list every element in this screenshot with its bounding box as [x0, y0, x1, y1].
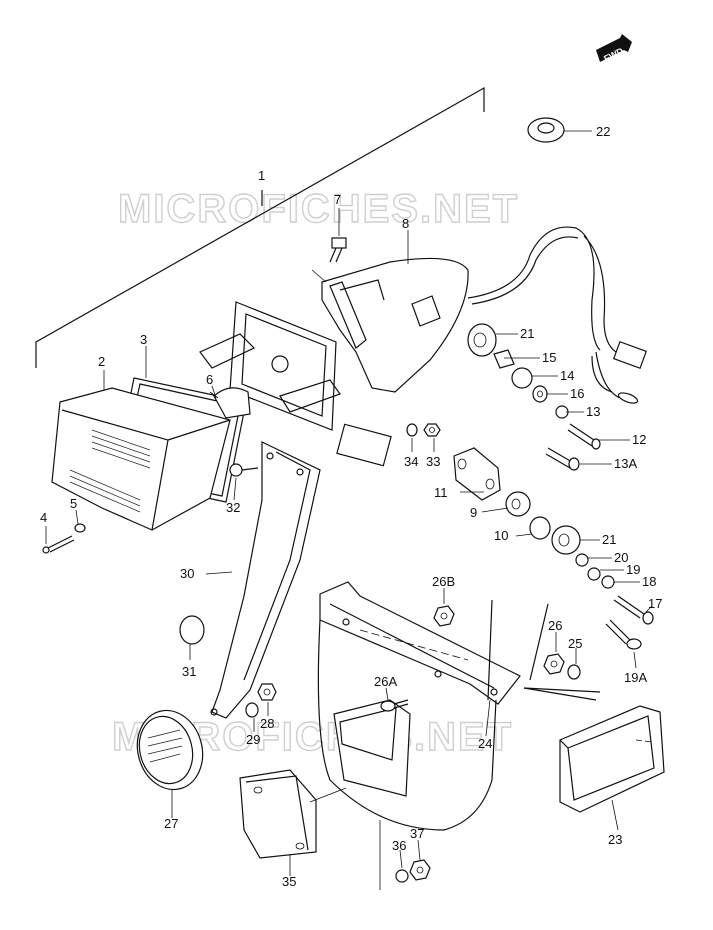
assembly-bracket-1	[35, 86, 485, 368]
callout-21-lower: 21	[602, 532, 616, 547]
mount-11	[453, 447, 501, 501]
washer-16	[532, 385, 548, 403]
callout-19a: 19A	[624, 670, 647, 685]
callout-1: 1	[258, 168, 265, 183]
callout-30: 30	[180, 566, 194, 581]
leader-lines	[45, 230, 653, 876]
cushion-31	[179, 615, 205, 645]
license-lens-35	[239, 769, 347, 859]
callout-13: 13	[586, 404, 600, 419]
callout-37: 37	[410, 826, 424, 841]
collar-15	[493, 349, 515, 369]
callout-20: 20	[614, 550, 628, 565]
callout-32: 32	[226, 500, 240, 515]
lamp-housing	[199, 301, 392, 467]
bracket-30	[210, 441, 321, 719]
callout-23: 23	[608, 832, 622, 847]
callout-19: 19	[626, 562, 640, 577]
callout-21-upper: 21	[520, 326, 534, 341]
grommet-21-upper	[467, 323, 497, 357]
callout-36: 36	[392, 838, 406, 853]
callout-22: 22	[596, 124, 610, 139]
collar-10	[529, 516, 551, 540]
bolt-17	[613, 595, 654, 625]
callout-3: 3	[140, 332, 147, 347]
cushion-9	[505, 491, 531, 517]
callout-16: 16	[570, 386, 584, 401]
screw-32	[229, 463, 259, 477]
reflector-23	[559, 705, 665, 813]
callout-8: 8	[402, 216, 409, 231]
nut-26b	[433, 605, 455, 627]
nut-18	[601, 575, 615, 589]
grommet-21-lower	[551, 525, 581, 555]
callout-12: 12	[632, 432, 646, 447]
washer-5	[74, 523, 86, 533]
callout-10: 10	[494, 528, 508, 543]
callout-15: 15	[542, 350, 556, 365]
callout-24: 24	[478, 736, 492, 751]
callout-29: 29	[246, 732, 260, 747]
callout-6: 6	[206, 372, 213, 387]
screw-4	[42, 535, 75, 554]
callout-31: 31	[182, 664, 196, 679]
callout-34: 34	[404, 454, 418, 469]
reflector-27	[136, 709, 204, 791]
fwd-arrow-icon: FWD	[596, 34, 632, 64]
callout-labels: 1 2 3 4 5 6 7 8 9 10 11 12 13 13A 14 15 …	[40, 124, 662, 889]
callout-28: 28	[260, 716, 274, 731]
license-bracket-24	[317, 581, 601, 831]
callout-18: 18	[642, 574, 656, 589]
callout-11: 11	[434, 485, 448, 500]
callout-14: 14	[560, 368, 574, 383]
bolt-13a	[545, 447, 580, 471]
tail-light-lens-2	[51, 387, 231, 531]
callout-5: 5	[70, 496, 77, 511]
tail-light-bracket-8	[311, 257, 469, 393]
nut-37	[409, 859, 431, 881]
callout-33: 33	[426, 454, 440, 469]
nut-33	[423, 423, 441, 437]
cushion-14	[511, 367, 533, 389]
washer-29	[245, 702, 259, 718]
bulb-6	[209, 387, 251, 419]
screw-26a	[380, 699, 409, 712]
nut-28	[257, 683, 277, 701]
wire-harness	[467, 226, 648, 404]
callout-26b: 26B	[432, 574, 455, 589]
callout-26: 26	[548, 618, 562, 633]
license-light-housing	[333, 699, 411, 797]
callout-17: 17	[648, 596, 662, 611]
callout-26a: 26A	[374, 674, 397, 689]
bolt-19a	[605, 619, 642, 650]
bolt-12	[567, 423, 601, 450]
callout-35: 35	[282, 874, 296, 889]
callout-13a: 13A	[614, 456, 637, 471]
nut-26	[543, 653, 565, 675]
callout-7: 7	[334, 192, 341, 207]
callout-25: 25	[568, 636, 582, 651]
washer-34	[406, 423, 418, 437]
callout-27: 27	[164, 816, 178, 831]
washer-36	[395, 869, 409, 883]
callout-2: 2	[98, 354, 105, 369]
washer-20	[575, 553, 589, 567]
screw-7	[329, 208, 347, 263]
callout-4: 4	[40, 510, 47, 525]
washer-25	[567, 664, 581, 680]
callout-9: 9	[470, 505, 477, 520]
grommet-22	[527, 117, 592, 143]
washer-19	[587, 567, 601, 581]
watermark-top: MICROFICHES.NET	[118, 187, 519, 231]
